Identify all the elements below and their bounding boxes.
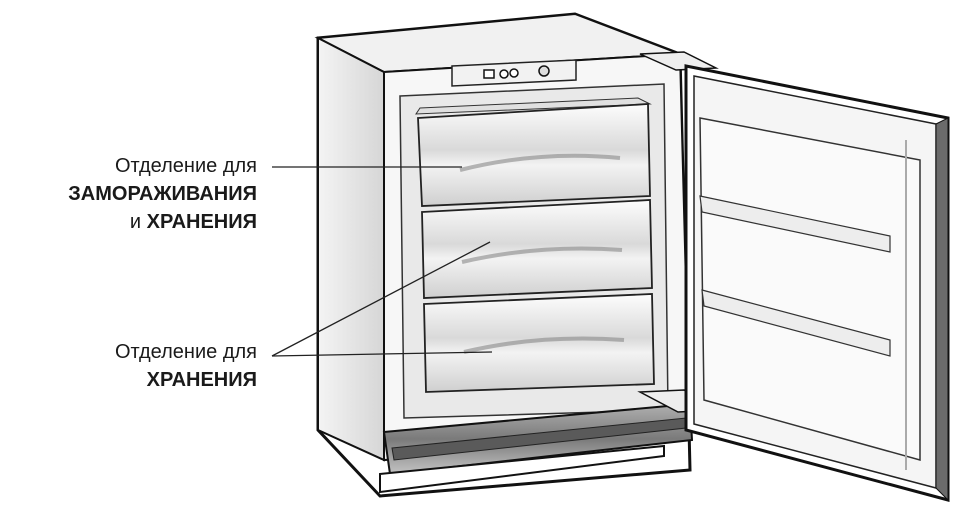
drawer-top [417,103,651,207]
door [684,64,950,502]
label-bold-text: ХРАНЕНИЯ [146,369,257,391]
drawer-middle [421,199,653,299]
drawer-lid [415,97,652,115]
leader-line-store-upper [271,241,491,357]
label-bold-text: ХРАНЕНИЯ [146,211,257,233]
leader-lines [271,166,493,357]
switch-icon [483,69,495,79]
indicator-light-icon [509,68,519,78]
drawer-bottom [423,293,655,393]
label-prefix: и [129,211,147,233]
hinge-top [639,51,719,71]
label-freeze-and-store-compartment: Отделение для ЗАМОРАЖИВАНИЯ и ХРАНЕНИЯ [0,152,257,236]
label-line: Отделение для [114,341,257,363]
label-store-compartment: Отделение для ХРАНЕНИЯ [0,338,257,394]
control-panel [451,59,577,87]
label-line-bold: ХРАНЕНИЯ [0,366,257,394]
leader-line-store-lower [271,351,493,357]
plinth [379,402,694,494]
door-shelf [699,195,891,253]
label-line-bold: ЗАМОРАЖИВАНИЯ [0,180,257,208]
label-line: и ХРАНЕНИЯ [0,208,257,236]
thermostat-knob-icon [538,65,550,77]
label-line: Отделение для [114,155,257,177]
door-shelf [701,289,891,357]
indicator-light-icon [499,69,509,79]
label-bold-text: ЗАМОРАЖИВАНИЯ [68,183,257,205]
